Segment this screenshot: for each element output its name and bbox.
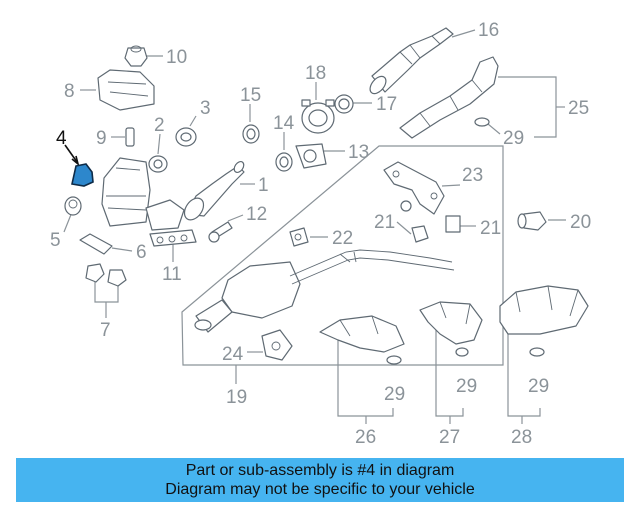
callout-labels: 16 18 17 25 29 10 8 3 15 2 9 14 13 1 4 5…: [50, 20, 591, 448]
part-18-clamp: [301, 99, 335, 134]
callout-1: 1: [258, 175, 269, 196]
part-7-nuts: [85, 263, 127, 287]
part-29-clip: [474, 117, 490, 127]
callout-27: 27: [439, 427, 460, 448]
callout-3: 3: [200, 98, 211, 119]
part-23-bracket: [383, 161, 445, 215]
part-9-stud: [125, 127, 135, 147]
callout-16: 16: [478, 20, 499, 41]
part-21-hangers: [400, 200, 461, 243]
part-28-heat-shield: [499, 285, 589, 335]
callout-21b: 21: [480, 218, 501, 239]
callout-20: 20: [570, 212, 591, 233]
part-10-nut: [124, 45, 148, 67]
part-6-gasket: [79, 233, 113, 255]
banner-line-part: Part or sub-assembly is #4 in diagram: [185, 462, 455, 479]
part-5-cap: [64, 196, 82, 216]
callout-4: 4: [56, 128, 67, 149]
part-12-bolt: [208, 221, 233, 243]
callout-12: 12: [246, 204, 267, 225]
callout-14: 14: [273, 113, 295, 134]
banner-line-disclaimer: Diagram may not be specific to your vehi…: [165, 481, 475, 498]
callout-29d: 29: [528, 376, 549, 397]
callout-22: 22: [332, 228, 353, 249]
part-4-highlighted: [71, 163, 94, 187]
callout-29b: 29: [384, 384, 405, 405]
part-27-heat-shield: [419, 301, 483, 345]
callout-8: 8: [64, 81, 75, 102]
callout-17: 17: [376, 94, 397, 115]
callout-9: 9: [96, 128, 107, 149]
part-3-gasket: [175, 127, 197, 147]
part-22-hanger: [289, 227, 309, 247]
part-29-clip-b: [455, 347, 469, 357]
part-1-front-pipe: [183, 160, 245, 221]
callout-6: 6: [136, 242, 147, 263]
part-shapes: [64, 27, 589, 365]
callout-19: 19: [226, 387, 247, 408]
part-24-bracket: [261, 329, 293, 361]
info-banner: Part or sub-assembly is #4 in diagram Di…: [16, 458, 624, 502]
part-29-clip-a: [386, 355, 402, 365]
part-19-rear-muffler: [194, 249, 455, 333]
exhaust-parts-diagram: 16 18 17 25 29 10 8 3 15 2 9 14 13 1 4 5…: [50, 20, 591, 448]
callout-18: 18: [305, 63, 326, 84]
leader-lines: [63, 29, 566, 424]
callout-15: 15: [240, 85, 261, 106]
part-15-gasket: [242, 124, 260, 144]
callout-10: 10: [166, 47, 187, 68]
part-25-heat-shield: [399, 56, 499, 139]
callout-29a: 29: [503, 128, 524, 149]
catalytic-converter: [101, 157, 185, 231]
part-14-gasket: [275, 152, 293, 172]
callout-2: 2: [154, 115, 165, 136]
callout-21a: 21: [374, 212, 395, 233]
part-29-clip-c: [529, 347, 545, 357]
callout-28: 28: [511, 427, 532, 448]
part-16-pipe: [369, 27, 454, 95]
part-13-clamp: [295, 143, 327, 169]
callout-5: 5: [50, 230, 61, 251]
part-26-heat-shield: [319, 315, 405, 353]
callout-13: 13: [348, 142, 369, 163]
part-20-sensor: [517, 211, 547, 231]
callout-7: 7: [100, 320, 111, 341]
callout-23: 23: [462, 165, 483, 186]
part-11-bracket: [149, 229, 197, 247]
callout-25: 25: [568, 98, 589, 119]
part-8-shield: [97, 69, 155, 111]
callout-29c: 29: [456, 376, 477, 397]
callout-24: 24: [222, 344, 244, 365]
callout-26: 26: [355, 427, 376, 448]
part-2-gasket: [148, 155, 168, 173]
part-17-gasket: [334, 94, 354, 114]
callout-11: 11: [162, 264, 182, 285]
